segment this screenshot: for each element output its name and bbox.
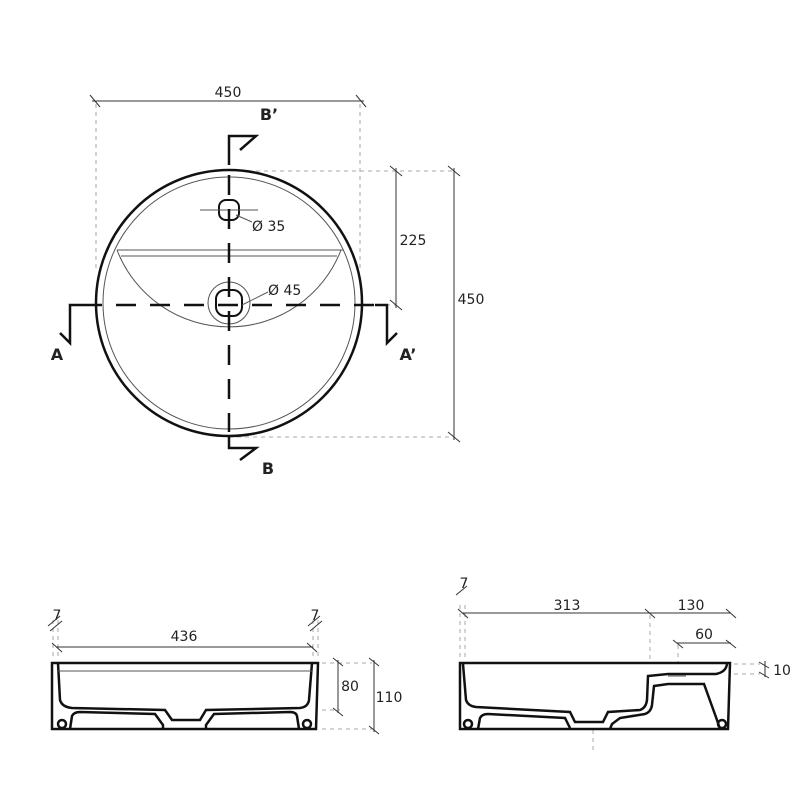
shelf-height-label: 10 bbox=[773, 663, 791, 679]
section-marker-b-prime bbox=[227, 134, 260, 165]
tap-hole-label: Ø 35 bbox=[252, 219, 285, 235]
width-label: 450 bbox=[215, 85, 242, 101]
inner-width-label: 436 bbox=[171, 629, 198, 645]
section-label-b-prime: B’ bbox=[260, 105, 278, 124]
wall-right-label: 7 bbox=[311, 608, 320, 624]
section-marker-a-prime bbox=[375, 303, 398, 347]
total-height-label: 110 bbox=[376, 690, 403, 706]
depth-label: 450 bbox=[458, 292, 485, 308]
section-a-view: 7 7 436 80 110 bbox=[47, 608, 403, 735]
section-b-view: 7 313 130 60 10 bbox=[455, 576, 791, 750]
basin-depth-label: 80 bbox=[341, 679, 359, 695]
tap-offset-label: 60 bbox=[695, 627, 713, 643]
shelf-length-label: 130 bbox=[678, 598, 705, 614]
wall-left-label: 7 bbox=[53, 608, 62, 624]
wall-label: 7 bbox=[460, 576, 469, 592]
section-marker-b bbox=[227, 436, 260, 461]
top-view: 450 225 450 Ø 35 Ø 45 B’ B A A’ bbox=[51, 85, 485, 478]
section-marker-a bbox=[59, 303, 82, 347]
section-label-a-prime: A’ bbox=[400, 345, 417, 364]
section-label-b: B bbox=[262, 459, 274, 478]
half-depth-label: 225 bbox=[400, 233, 427, 249]
section-label-a: A bbox=[51, 345, 64, 364]
basin-length-label: 313 bbox=[554, 598, 581, 614]
drain-label: Ø 45 bbox=[268, 283, 301, 299]
